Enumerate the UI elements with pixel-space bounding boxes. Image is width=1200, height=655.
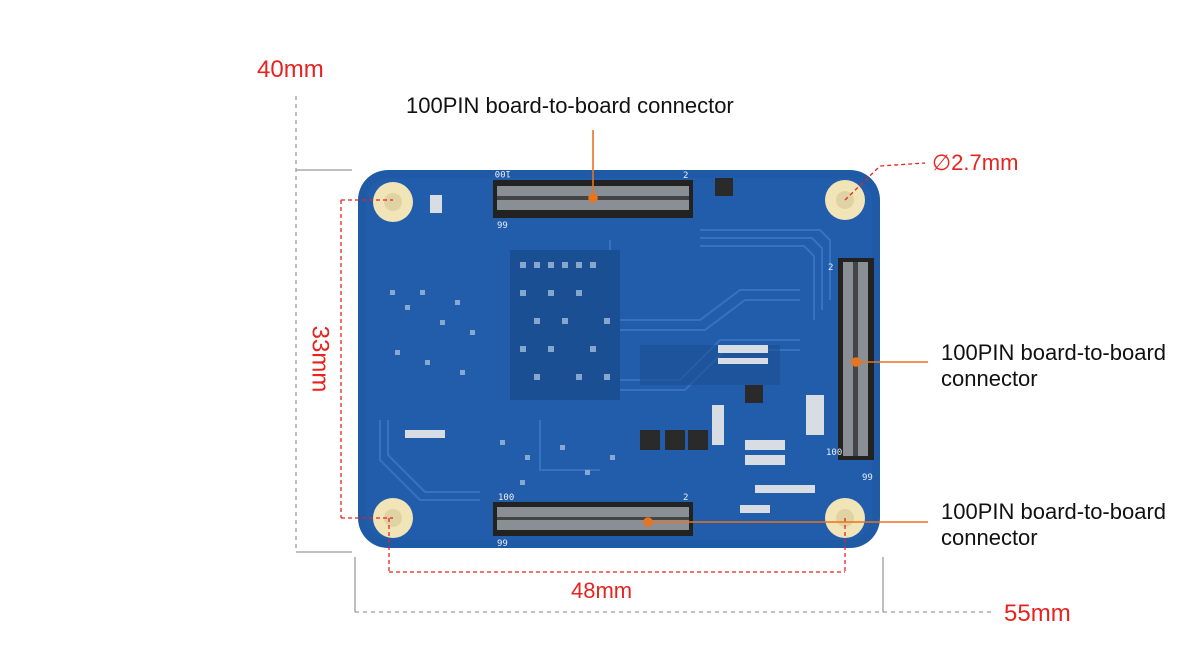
hole-dimension-lines [340, 162, 926, 573]
silk-bottom-left: 100 [498, 493, 514, 503]
dimension-hole-diameter: ∅2.7mm [932, 150, 1019, 175]
bottom-connector [493, 502, 693, 536]
silk-right-top: 2 [828, 263, 833, 273]
callout-bottom-connector-line1: 100PIN board-to-board [941, 499, 1167, 524]
callout-right-connector-line1: 100PIN board-to-board [941, 340, 1167, 365]
silk-top-right: 2 [683, 171, 688, 181]
callout-bottom-connector-line2: connector [941, 525, 1038, 550]
silk-top-left: 100 [495, 168, 511, 178]
dimension-hole-horizontal: 48mm [571, 578, 633, 603]
dimension-hole-vertical: 33mm [306, 325, 334, 393]
silk-bottom-right: 2 [683, 493, 688, 503]
silk-right-bottom: 100 [826, 448, 842, 458]
silk-right-bottom2: 99 [862, 473, 873, 483]
dimension-height-outer: 40mm [257, 56, 324, 83]
connector-leaders [588, 130, 928, 527]
pcb-board: 100 2 99 2 100 99 100 2 99 [358, 168, 880, 549]
silk-bottom-bottom-left: 99 [497, 539, 508, 549]
callout-top-connector: 100PIN board-to-board connector [406, 93, 734, 118]
dimension-width-outer: 55mm [1004, 600, 1071, 627]
silk-top-bottom-left: 99 [497, 221, 508, 231]
callout-right-connector-line2: connector [941, 366, 1038, 391]
outer-dimension-lines [295, 96, 992, 613]
